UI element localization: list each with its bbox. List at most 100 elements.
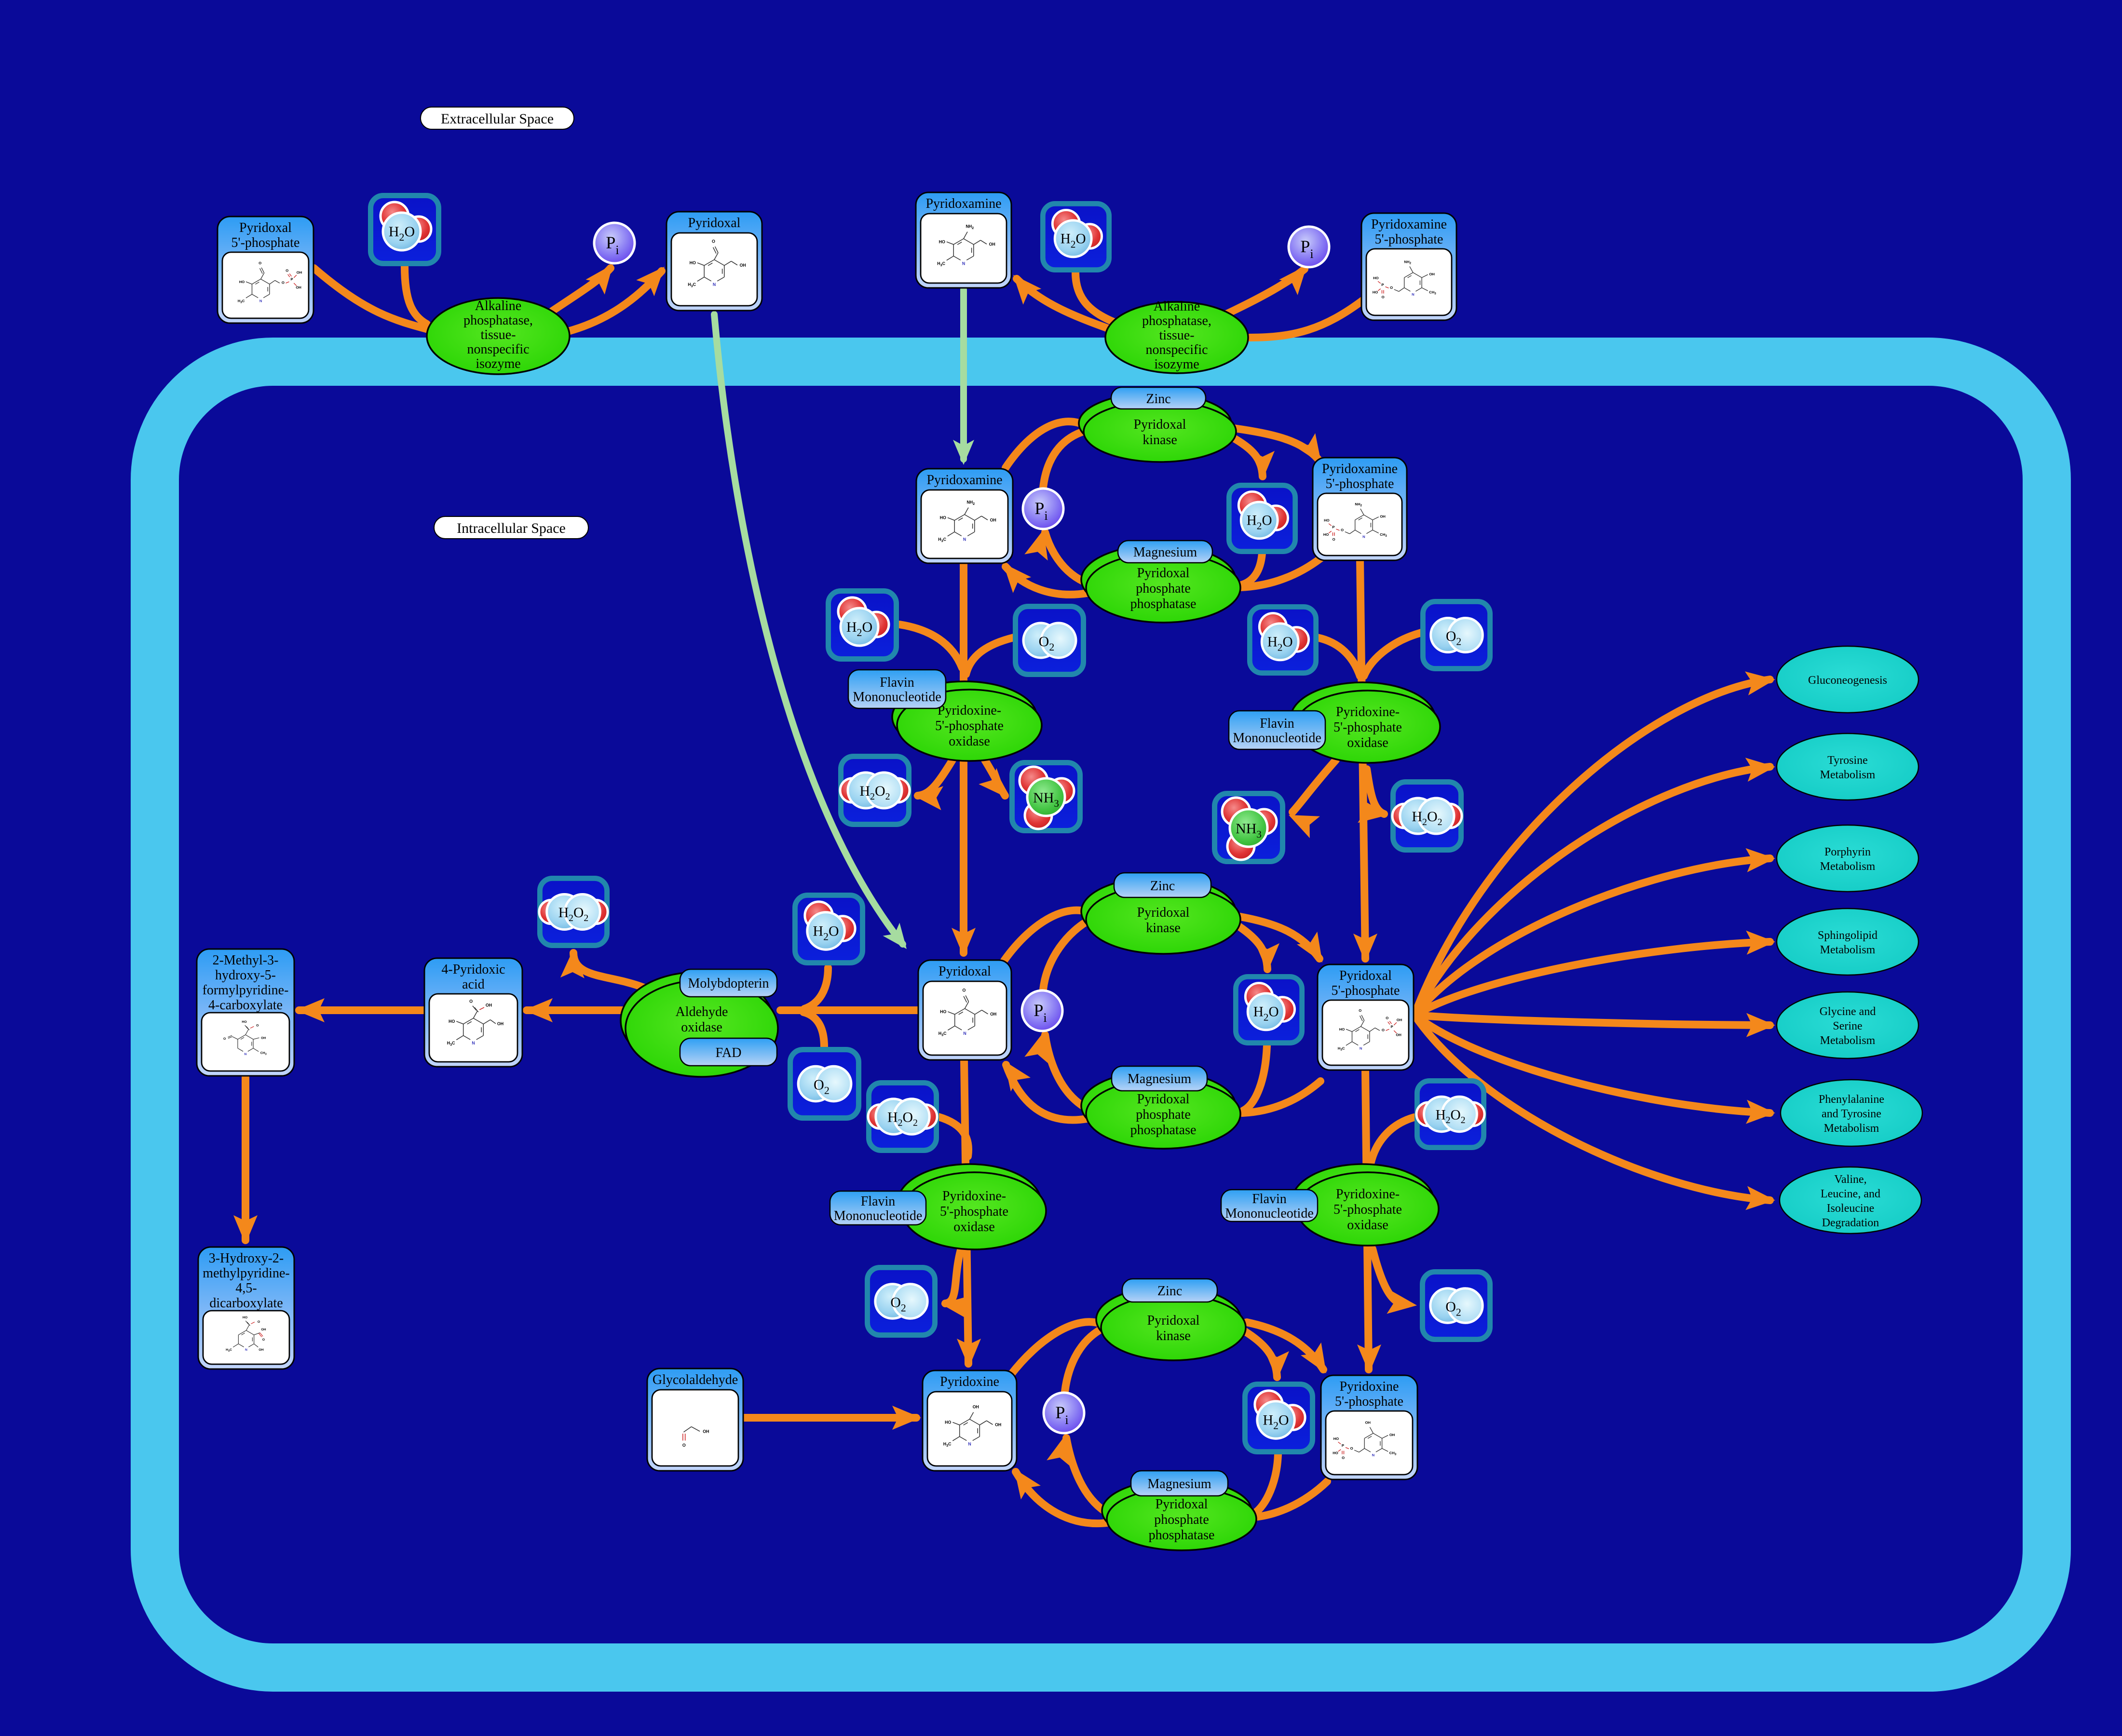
svg-text:O: O <box>282 281 285 285</box>
svg-text:5'-phosphate: 5'-phosphate <box>940 1204 1008 1219</box>
svg-text:Pyridoxal: Pyridoxal <box>1137 1092 1190 1107</box>
svg-text:P: P <box>1342 1443 1344 1448</box>
svg-text:tissue-: tissue- <box>480 327 516 342</box>
svg-text:Pyridoxamine: Pyridoxamine <box>926 473 1002 488</box>
svg-text:H2O2: H2O2 <box>859 783 890 802</box>
svg-text:O: O <box>1350 1446 1353 1451</box>
svg-text:Magnesium: Magnesium <box>1128 1071 1191 1086</box>
svg-text:O: O <box>712 239 715 244</box>
svg-text:kinase: kinase <box>1146 921 1181 936</box>
svg-text:H3C: H3C <box>226 1348 232 1353</box>
svg-text:Glycolaldehyde: Glycolaldehyde <box>653 1372 738 1387</box>
svg-text:OH: OH <box>261 1037 266 1040</box>
svg-text:H3C: H3C <box>938 537 946 542</box>
svg-text:H3C: H3C <box>937 261 945 267</box>
svg-text:OH: OH <box>1397 1018 1402 1022</box>
svg-text:Zinc: Zinc <box>1150 879 1175 894</box>
svg-text:O: O <box>1342 1455 1345 1460</box>
svg-text:CH3: CH3 <box>1429 290 1436 296</box>
svg-text:N: N <box>713 282 716 287</box>
svg-text:oxidase: oxidase <box>681 1020 722 1035</box>
svg-text:Porphyrin: Porphyrin <box>1824 846 1871 858</box>
svg-text:Metabolism: Metabolism <box>1820 860 1876 873</box>
svg-text:H2O2: H2O2 <box>887 1109 918 1128</box>
svg-text:phosphatase: phosphatase <box>1149 1528 1215 1543</box>
svg-text:H3C: H3C <box>447 1041 455 1046</box>
svg-text:HO: HO <box>690 260 696 265</box>
svg-text:O: O <box>256 1024 259 1028</box>
svg-text:O: O <box>223 1037 226 1041</box>
svg-text:Phenylalanine: Phenylalanine <box>1819 1093 1884 1106</box>
svg-text:Isoleucine: Isoleucine <box>1827 1202 1875 1215</box>
svg-text:Metabolism: Metabolism <box>1820 944 1876 956</box>
svg-text:HO: HO <box>1373 290 1378 295</box>
svg-text:OH: OH <box>1365 1421 1371 1425</box>
svg-text:NH2: NH2 <box>966 500 975 506</box>
svg-text:O: O <box>1390 285 1393 290</box>
svg-text:Flavin: Flavin <box>1252 1192 1287 1207</box>
svg-text:O: O <box>258 261 261 265</box>
svg-text:Pyridoxamine: Pyridoxamine <box>1322 461 1398 476</box>
svg-text:phosphate: phosphate <box>1136 581 1191 596</box>
svg-text:HO: HO <box>1339 1027 1345 1031</box>
svg-text:N: N <box>962 261 965 266</box>
svg-text:OH: OH <box>989 242 995 246</box>
svg-text:OH: OH <box>973 1405 979 1410</box>
svg-text:Pyridoxal: Pyridoxal <box>1137 566 1190 581</box>
svg-text:FAD: FAD <box>716 1045 742 1060</box>
svg-text:N: N <box>259 298 262 303</box>
svg-text:OH: OH <box>990 517 996 522</box>
svg-text:CH3: CH3 <box>1389 1451 1397 1456</box>
svg-text:isozyme: isozyme <box>1154 357 1199 372</box>
svg-text:OH: OH <box>486 1003 492 1008</box>
svg-text:4-carboxylate: 4-carboxylate <box>208 998 283 1013</box>
svg-text:Magnesium: Magnesium <box>1133 545 1197 560</box>
svg-text:H2O2: H2O2 <box>1412 809 1442 827</box>
svg-text:Flavin: Flavin <box>880 675 914 690</box>
svg-text:5'-phosphate: 5'-phosphate <box>1333 1202 1402 1217</box>
svg-text:Tyrosine: Tyrosine <box>1827 754 1868 767</box>
svg-text:HO: HO <box>1323 532 1329 537</box>
svg-text:O: O <box>962 988 966 992</box>
svg-text:5'-phosphate: 5'-phosphate <box>1326 476 1394 491</box>
svg-text:H3C: H3C <box>943 1441 952 1447</box>
svg-text:Molybdopterin: Molybdopterin <box>688 976 769 991</box>
svg-text:OH: OH <box>1389 1433 1395 1437</box>
svg-text:O: O <box>469 999 473 1004</box>
svg-text:Pyridoxamine: Pyridoxamine <box>1371 217 1447 232</box>
svg-text:N: N <box>963 1031 966 1036</box>
svg-text:phosphate: phosphate <box>1154 1512 1209 1527</box>
svg-text:OH: OH <box>296 285 301 289</box>
svg-text:Pyridoxine: Pyridoxine <box>940 1374 999 1389</box>
svg-text:tissue-: tissue- <box>1159 328 1194 343</box>
svg-text:OH: OH <box>1396 1032 1401 1037</box>
svg-text:phosphatase: phosphatase <box>1130 597 1197 611</box>
svg-text:OH: OH <box>703 1429 709 1434</box>
svg-text:H2O2: H2O2 <box>558 905 588 923</box>
svg-text:O: O <box>1333 537 1335 542</box>
svg-text:Pyridoxal: Pyridoxal <box>1147 1313 1200 1328</box>
svg-text:CH3: CH3 <box>260 1052 267 1056</box>
svg-text:Pyridoxal: Pyridoxal <box>1134 417 1186 432</box>
svg-text:HO: HO <box>940 515 946 520</box>
svg-text:HO: HO <box>242 1020 247 1024</box>
svg-text:Pyridoxal: Pyridoxal <box>688 216 741 231</box>
svg-text:HO: HO <box>239 280 245 284</box>
svg-text:Pyridoxal: Pyridoxal <box>239 220 292 235</box>
svg-text:phosphate: phosphate <box>1136 1107 1191 1122</box>
svg-text:N: N <box>1362 534 1365 539</box>
svg-text:Zinc: Zinc <box>1146 392 1170 407</box>
svg-text:Valine,: Valine, <box>1834 1173 1866 1186</box>
svg-text:Aldehyde: Aldehyde <box>676 1004 728 1019</box>
svg-text:Pyridoxine: Pyridoxine <box>1340 1379 1399 1394</box>
svg-text:methylpyridine-: methylpyridine- <box>203 1266 289 1281</box>
svg-text:kinase: kinase <box>1143 433 1177 448</box>
svg-text:OH: OH <box>497 1021 503 1026</box>
svg-text:OH: OH <box>995 1422 1001 1427</box>
svg-text:Metabolism: Metabolism <box>1824 1122 1879 1135</box>
svg-text:nonspecific: nonspecific <box>467 342 529 357</box>
svg-text:HO: HO <box>945 1420 951 1425</box>
svg-text:5'-phosphate: 5'-phosphate <box>1375 232 1443 247</box>
svg-text:oxidase: oxidase <box>953 1220 995 1234</box>
svg-text:O: O <box>1359 1008 1361 1013</box>
